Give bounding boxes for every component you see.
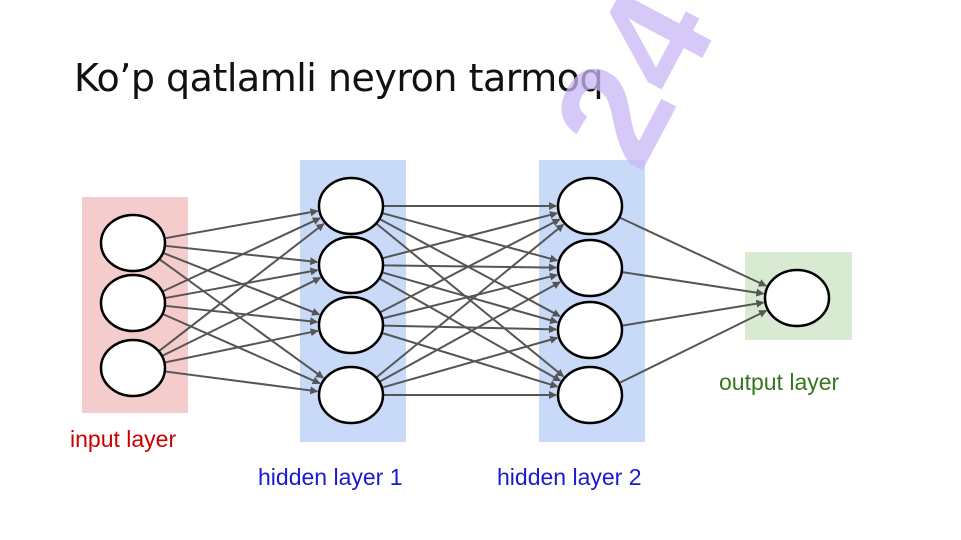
connection-edge [378, 281, 561, 383]
connection-edge [618, 216, 767, 287]
connection-edge [161, 276, 322, 357]
slide-title: Ko’p qatlamli neyron tarmoq [74, 56, 604, 100]
connection-edge [382, 324, 558, 334]
connection-edge [162, 312, 321, 385]
connection-edge [164, 328, 319, 364]
neuron-node [317, 235, 385, 295]
connection-edge [381, 211, 558, 260]
output-layer-label: output layer [719, 369, 840, 395]
connection-edge [378, 277, 562, 382]
neuron-node [99, 213, 167, 273]
connection-edge [621, 271, 765, 297]
neuron-node [763, 268, 831, 328]
hidden-layer-1-label: hidden layer 1 [258, 464, 403, 490]
connection-edge [158, 258, 324, 379]
connection-edge [381, 272, 558, 320]
connection-edge [379, 218, 561, 314]
input-layer-label: input layer [70, 426, 177, 452]
neuron-node [556, 365, 624, 425]
connection-edge [378, 218, 561, 318]
connection-edge [375, 223, 565, 379]
connection-edge [164, 370, 319, 395]
connection-edge [161, 217, 321, 293]
connection-edge [164, 208, 319, 240]
neuron-node [317, 295, 385, 355]
neuron-node [556, 176, 624, 236]
connection-edge [164, 304, 319, 326]
neuron-node [99, 338, 167, 398]
neuron-node [99, 273, 167, 333]
hidden-layer-2-label: hidden layer 2 [497, 464, 642, 490]
neuron-node [317, 176, 385, 236]
neuron-node [317, 365, 385, 425]
connection-edge [381, 331, 559, 389]
connection-edge [621, 299, 765, 327]
neuron-node [556, 238, 624, 298]
connection-edge [618, 309, 768, 385]
neuron-node [556, 300, 624, 360]
connection-edge [164, 267, 319, 300]
connection-edge [381, 335, 559, 389]
connection-edge [158, 223, 325, 353]
